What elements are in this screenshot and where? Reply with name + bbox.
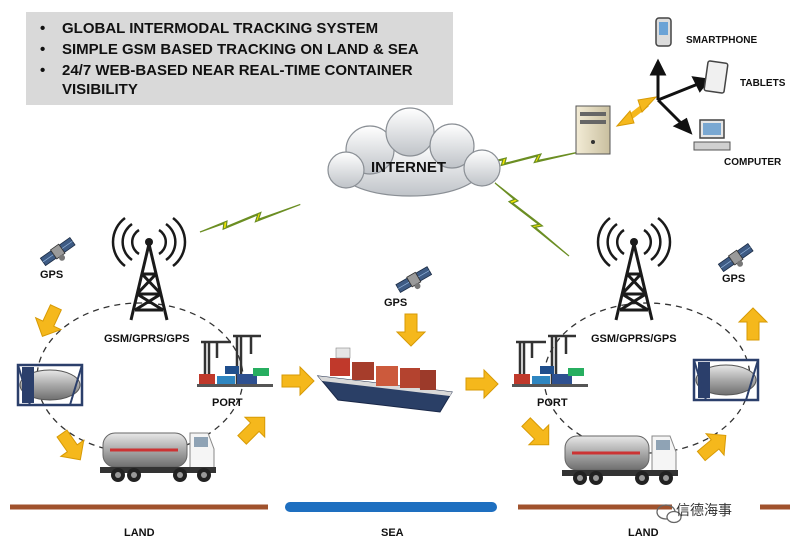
- tower-label: GSM/GPRS/GPS: [591, 333, 677, 345]
- lightning-icon: [199, 172, 301, 265]
- tablet-icon: [703, 60, 729, 94]
- smartphone-icon: [655, 17, 672, 47]
- server-icon: [575, 105, 611, 155]
- bullet-dot: •: [40, 41, 46, 58]
- port-label: PORT: [537, 397, 568, 409]
- sea-label: SEA: [381, 527, 404, 539]
- port-label: PORT: [212, 397, 243, 409]
- cell-tower-icon: [596, 216, 672, 322]
- wechat-icon: [656, 504, 682, 524]
- flow-arrow: [281, 366, 315, 396]
- feature-list: • GLOBAL INTERMODAL TRACKING SYSTEM • SI…: [26, 12, 453, 105]
- feature-text: SIMPLE GSM BASED TRACKING ON LAND & SEA: [62, 41, 419, 58]
- satellite-icon: [394, 265, 436, 299]
- tablets-label: TABLETS: [740, 78, 786, 89]
- tank-container-icon: [16, 363, 84, 407]
- tower-label: GSM/GPRS/GPS: [104, 333, 190, 345]
- device-arrows: [649, 58, 711, 135]
- feature-item: • 24/7 WEB-BASED NEAR REAL-TIME CONTAINE…: [40, 61, 440, 99]
- computer-icon: [693, 119, 731, 151]
- gps-label: GPS: [384, 297, 408, 309]
- flow-arrow: [515, 411, 560, 456]
- feature-item: • GLOBAL INTERMODAL TRACKING SYSTEM: [40, 19, 440, 38]
- port-crane-icon: [195, 334, 275, 389]
- tank-container-icon: [692, 358, 760, 402]
- flow-arrow: [231, 406, 276, 451]
- internet-label: INTERNET: [371, 159, 446, 176]
- feature-item: • SIMPLE GSM BASED TRACKING ON LAND & SE…: [40, 40, 440, 59]
- gps-label: GPS: [40, 269, 64, 281]
- flow-arrow: [396, 313, 426, 347]
- cell-tower-icon: [111, 216, 187, 322]
- truck-icon: [98, 431, 218, 484]
- truck-icon: [560, 434, 680, 487]
- flow-arrow: [50, 425, 93, 469]
- port-crane-icon: [510, 334, 590, 389]
- feature-text: GLOBAL INTERMODAL TRACKING SYSTEM: [62, 20, 379, 37]
- lightning-icon: [479, 182, 585, 257]
- satellite-icon: [39, 236, 79, 272]
- satellite-icon: [717, 242, 757, 278]
- feature-text: 24/7 WEB-BASED NEAR REAL-TIME CONTAINER …: [62, 62, 413, 98]
- watermark-text: 信德海事: [676, 503, 732, 519]
- land-label-right: LAND: [628, 527, 659, 539]
- cloud-icon: [327, 107, 501, 197]
- flow-arrow: [738, 307, 768, 341]
- flow-arrow: [465, 369, 499, 399]
- cargo-ship-icon: [316, 347, 453, 413]
- bullet-dot: •: [40, 20, 46, 37]
- land-label-left: LAND: [124, 527, 155, 539]
- double-arrow-icon: [615, 96, 658, 127]
- flow-arrow: [691, 424, 736, 468]
- flow-arrow: [29, 300, 70, 343]
- computer-label: COMPUTER: [724, 157, 782, 168]
- bullet-dot: •: [40, 62, 46, 79]
- gps-label: GPS: [722, 273, 746, 285]
- smartphone-label: SMARTPHONE: [686, 35, 758, 46]
